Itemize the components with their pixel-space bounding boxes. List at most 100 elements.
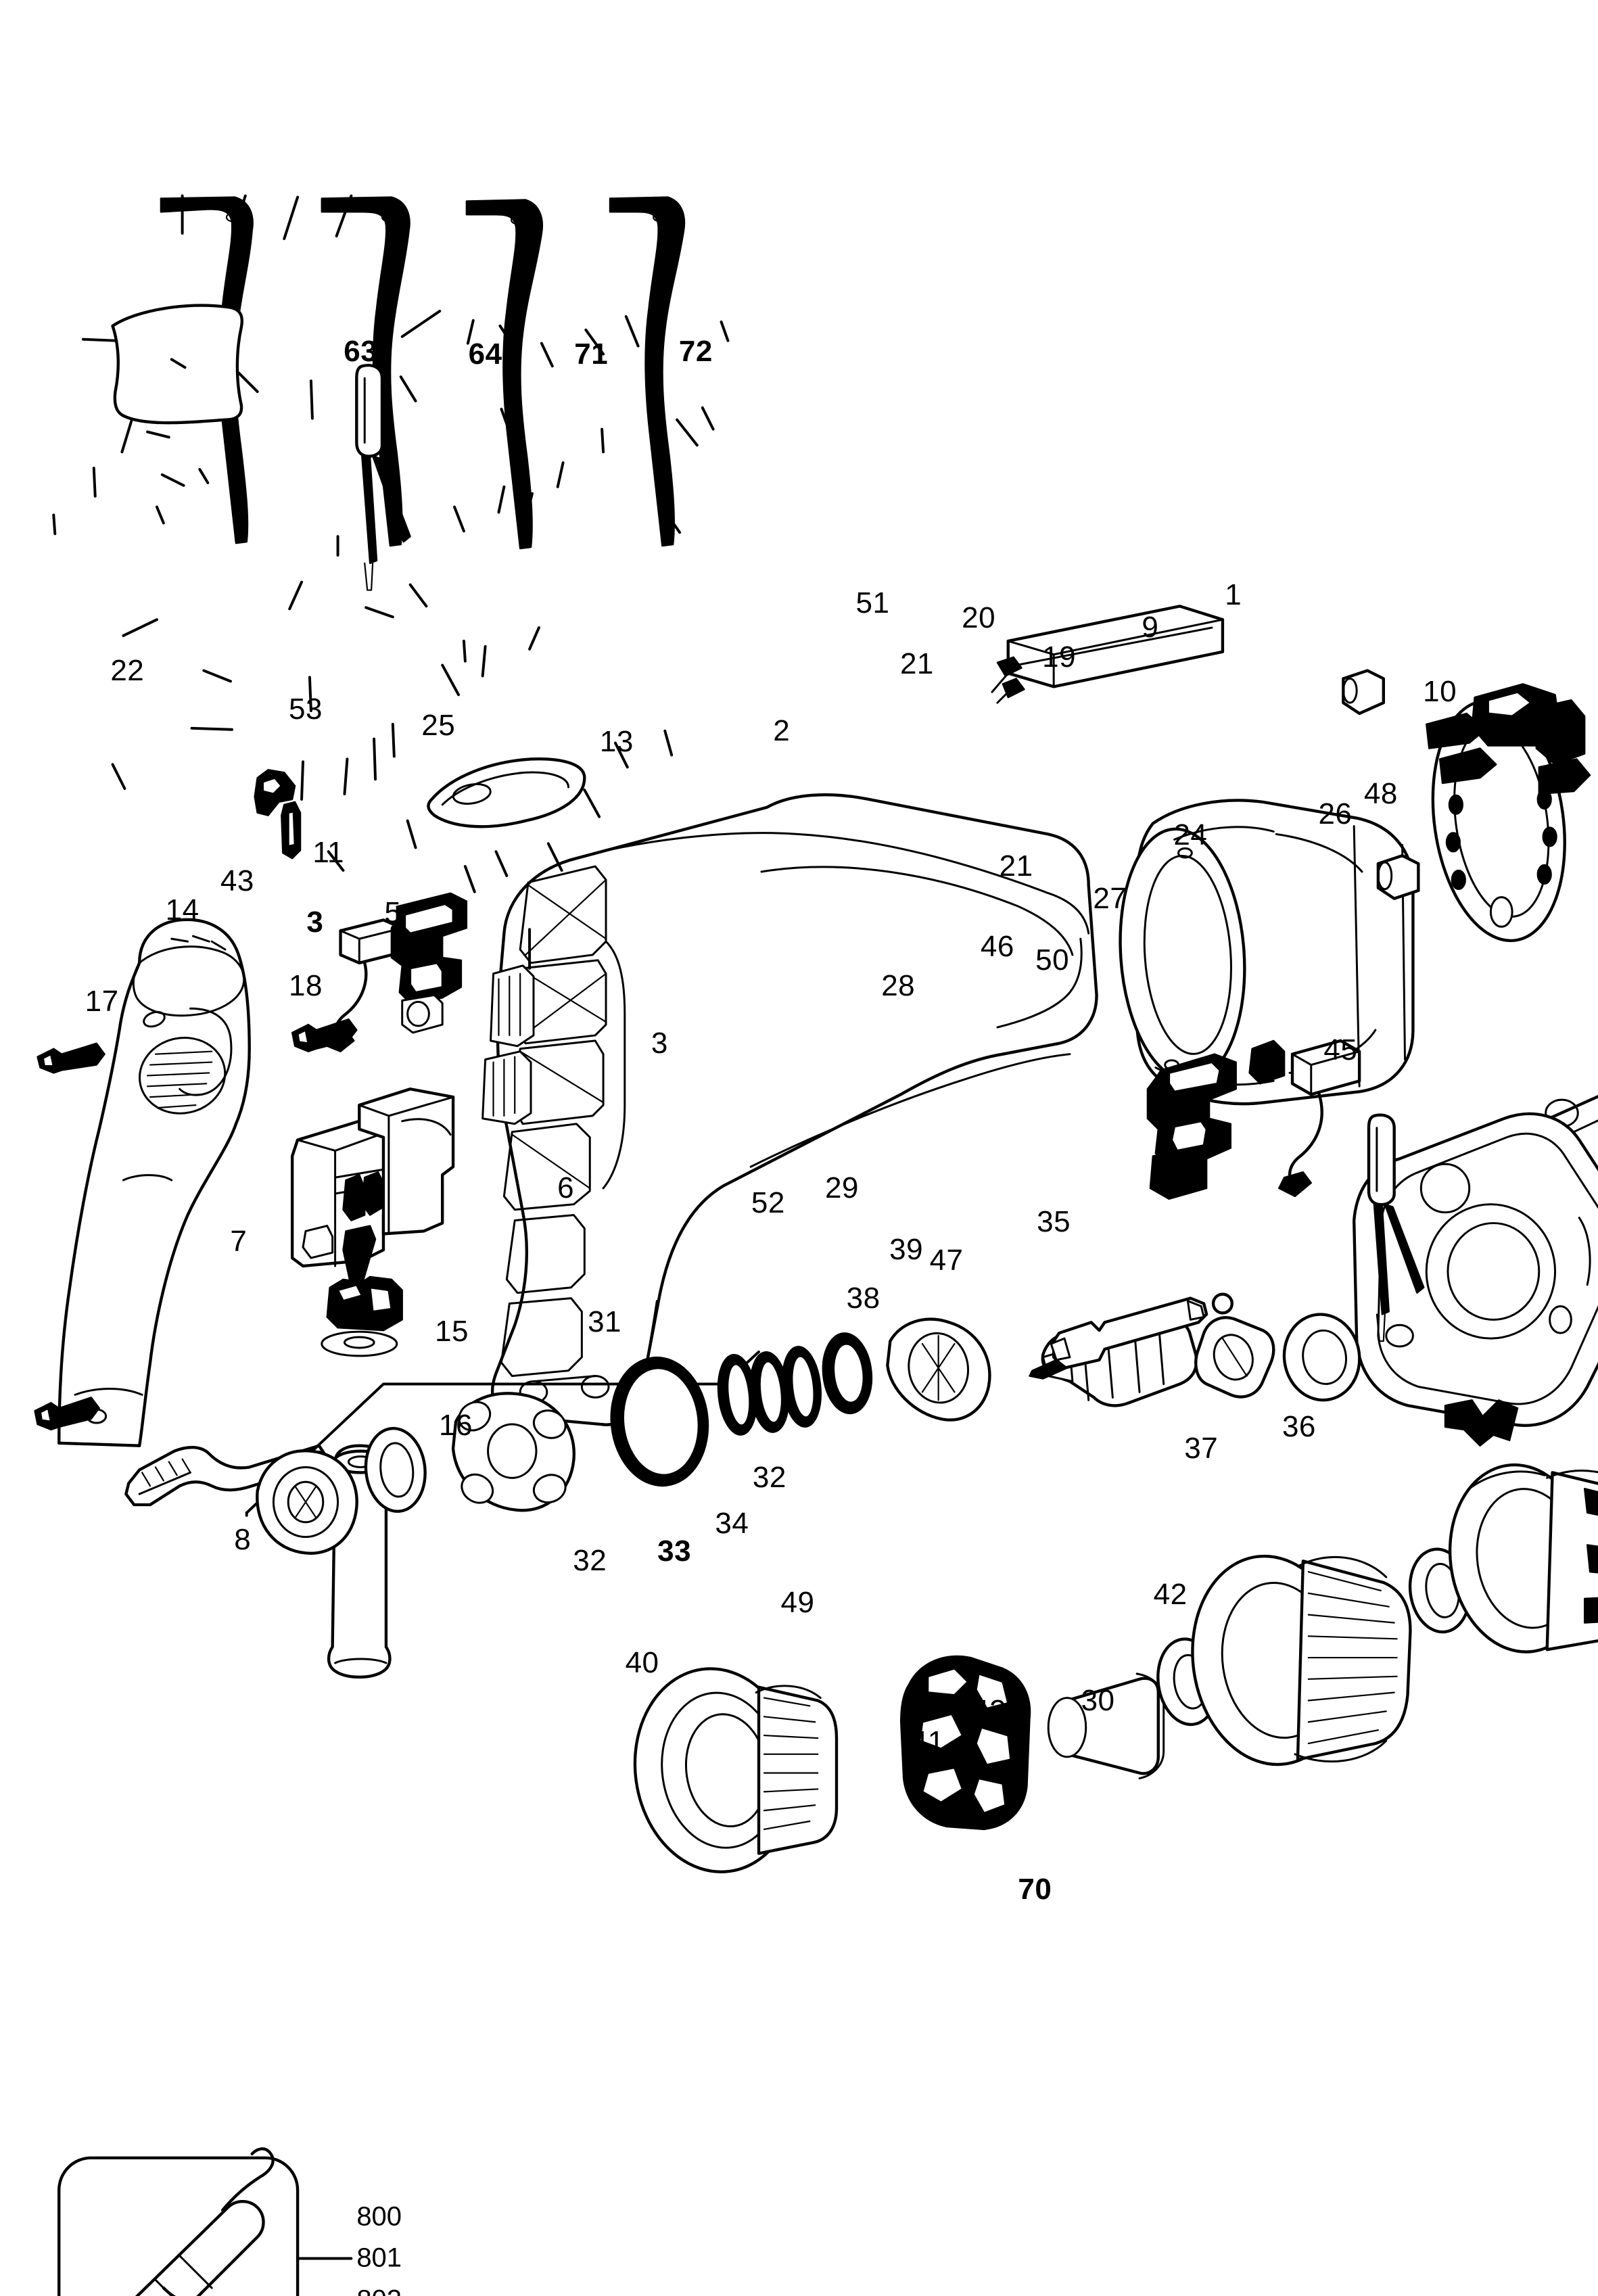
callout-71: 71 (574, 337, 609, 371)
callout-11: 11 (312, 836, 345, 870)
screw-bottom-left (34, 1397, 100, 1431)
field-stator-2 (1119, 799, 1415, 1106)
callout-29: 29 (824, 1171, 859, 1204)
callout-27: 27 (1093, 881, 1127, 915)
chuck-collar-37 (1448, 1463, 1598, 1654)
callout-1: 1 (1225, 578, 1242, 612)
clutch-nut-32d (886, 1317, 991, 1422)
terminal-5 (390, 892, 468, 1034)
callout-31: 31 (588, 1305, 622, 1339)
callout-5: 5 (384, 896, 402, 930)
callout-53: 53 (288, 693, 323, 726)
callout-52: 52 (751, 1186, 785, 1219)
callout-51: 51 (855, 586, 890, 620)
vent-louvers (139, 1037, 227, 1115)
callout-9: 9 (1142, 611, 1159, 645)
callout-47: 47 (929, 1244, 964, 1278)
callout-41: 41 (910, 1725, 945, 1758)
chuck-grip-ribs-30 (1307, 1571, 1398, 1745)
callout-21: 21 (999, 849, 1033, 883)
callout-7: 7 (230, 1225, 248, 1259)
chuck-jaws-49 (899, 1655, 1031, 1831)
callout-15: 15 (435, 1315, 469, 1349)
callout-3: 3 (651, 1026, 668, 1060)
callout-14: 14 (165, 893, 199, 927)
callout-42: 42 (972, 1694, 1006, 1728)
callout-36: 36 (1282, 1409, 1316, 1443)
callout-3: 3 (306, 906, 324, 939)
brush-21a (1342, 669, 1385, 716)
legend-number-801: 801 (356, 2243, 402, 2273)
nameplate-25 (427, 757, 586, 828)
terminal-3-mid (1278, 1039, 1361, 1198)
handle-cover-14 (57, 918, 251, 1447)
callout-32: 32 (752, 1461, 786, 1495)
callout-25: 25 (421, 708, 456, 742)
side-handle-rods (160, 196, 686, 550)
brush-21b (1376, 854, 1420, 900)
callout-33: 33 (657, 1534, 692, 1568)
chuck-rear-40 (633, 1667, 839, 1873)
washer-47 (1194, 1316, 1275, 1399)
cord-clamp-15 (321, 1275, 403, 1357)
terminal-3-left (326, 918, 404, 1052)
spring-34 (717, 1346, 822, 1436)
spindle-nut-32a (256, 1449, 358, 1555)
legend-number-802: 802 (356, 2285, 402, 2296)
chuck-sleeve-41 (1047, 1672, 1165, 1780)
washer-32b (364, 1426, 427, 1513)
main-housing-13 (481, 793, 1098, 1426)
callout-63: 63 (344, 334, 378, 368)
callout-13: 13 (599, 724, 634, 758)
callout-49: 49 (780, 1585, 815, 1619)
seal-29 (1282, 1313, 1361, 1402)
callout-46: 46 (980, 930, 1014, 964)
callout-2: 2 (773, 713, 791, 747)
callout-38: 38 (846, 1281, 880, 1315)
callout-16: 16 (439, 1408, 473, 1442)
depth-rod-35 (1029, 1296, 1208, 1380)
brush-spring-53 (355, 364, 411, 591)
callout-24: 24 (1173, 818, 1208, 852)
chuck-knurl-40 (763, 1697, 819, 1830)
clutch-ring-33 (610, 1356, 709, 1487)
callout-35: 35 (1037, 1204, 1071, 1238)
callout-10: 10 (1423, 675, 1457, 709)
callout-37: 37 (1184, 1431, 1219, 1465)
legend-box (57, 2147, 353, 2296)
callout-50: 50 (1035, 943, 1070, 977)
callout-26: 26 (1318, 797, 1353, 830)
callout-42: 42 (1153, 1577, 1188, 1611)
callout-32: 32 (573, 1544, 607, 1578)
brush-spring-52 (1367, 1113, 1425, 1342)
lever-43 (254, 769, 296, 816)
legend-number-800: 800 (356, 2201, 402, 2232)
brush-assembly-6 (1146, 1039, 1286, 1200)
callout-22: 22 (110, 653, 145, 687)
switch-7 (290, 1087, 455, 1288)
callout-34: 34 (715, 1506, 749, 1540)
callout-39: 39 (889, 1233, 924, 1267)
callout-21: 21 (899, 647, 934, 680)
ball-39 (1211, 1292, 1233, 1315)
callout-64: 64 (468, 337, 502, 371)
callout-30: 30 (1081, 1683, 1115, 1717)
callout-40: 40 (625, 1645, 659, 1679)
callout-28: 28 (881, 968, 916, 1002)
screw-17 (37, 1042, 105, 1074)
callout-20: 20 (962, 601, 996, 635)
callout-43: 43 (220, 864, 254, 897)
screw-18 (291, 1018, 358, 1052)
callout-48: 48 (1363, 776, 1398, 810)
leader-lines (52, 194, 730, 970)
callout-70: 70 (1018, 1873, 1052, 1906)
brush-holder-20 (1426, 683, 1591, 943)
housing-internal-ribs (481, 865, 610, 1404)
callout-17: 17 (85, 985, 119, 1018)
callout-18: 18 (288, 968, 323, 1002)
callout-45: 45 (1323, 1033, 1358, 1067)
callout-72: 72 (678, 334, 713, 368)
chuck-body-30 (1191, 1554, 1412, 1766)
